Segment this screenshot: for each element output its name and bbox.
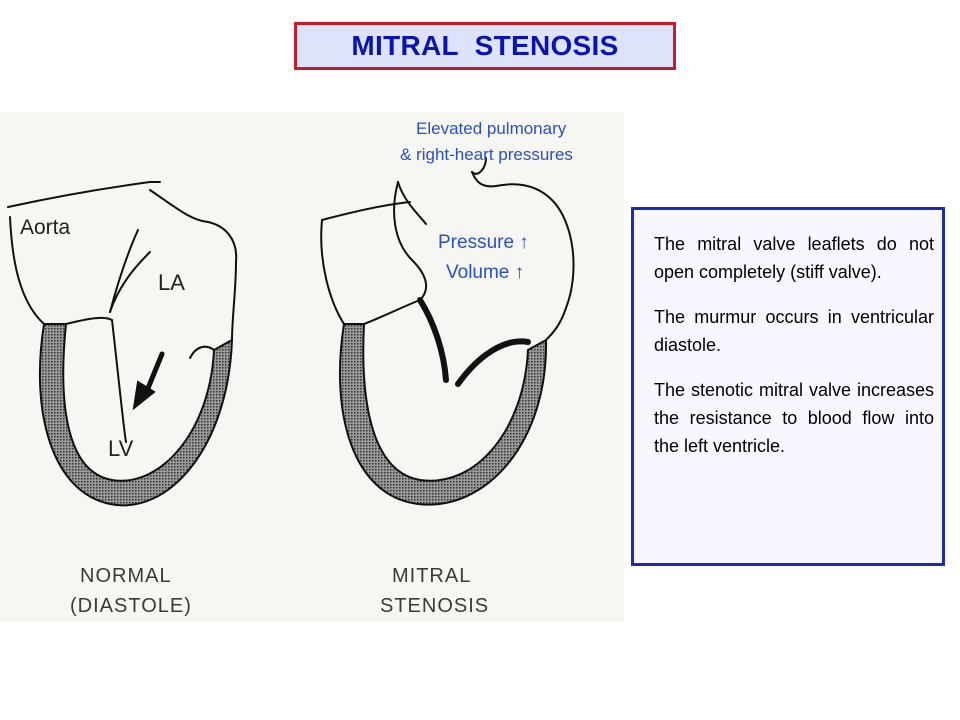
normal-valve-leaflet	[111, 319, 127, 443]
normal-aorta-top	[7, 181, 161, 208]
stenosis-la-inner	[393, 181, 428, 301]
normal-heart	[7, 181, 238, 507]
stenosis-caption-line2: STENOSIS	[380, 595, 489, 617]
normal-caption-line1: NORMAL	[80, 565, 172, 587]
title-box: MITRAL STENOSIS	[294, 22, 676, 70]
explanation-paragraph-leaflets: The mitral valve leaflets do not open co…	[654, 234, 934, 282]
normal-la-inner	[109, 251, 151, 313]
stenosis-heart	[320, 157, 575, 506]
stenosis-septum-line	[363, 299, 421, 325]
heart-diagram-svg: Aorta LA LV NORMAL (DIASTOLE) Elevated p…	[7, 119, 575, 617]
normal-la-label: LA	[158, 270, 185, 295]
normal-lv-wall	[38, 323, 234, 507]
normal-la-outline	[149, 189, 238, 263]
normal-lv-label: LV	[108, 436, 134, 461]
page-title: MITRAL STENOSIS	[351, 30, 619, 61]
normal-caption-line2: (DIASTOLE)	[70, 595, 192, 617]
normal-valve-leaflet-right	[189, 345, 215, 359]
explanation-paragraph-murmur: The murmur occurs in ventricular diastol…	[654, 307, 934, 355]
normal-la-right-wall	[231, 261, 237, 341]
stenosis-caption-line1: MITRAL	[392, 565, 471, 587]
stenosis-valve-leaflet-left	[417, 297, 449, 383]
stenosis-annotation-line1: Elevated pulmonary	[416, 119, 567, 138]
normal-aorta-left-edge	[9, 216, 45, 325]
stenosis-pressure-label: Pressure ↑	[438, 232, 529, 253]
normal-aorta-label: Aorta	[20, 216, 71, 239]
explanation-paragraph-resistance: The stenotic mitral valve increases the …	[654, 380, 934, 456]
stenosis-aorta-left-edge	[320, 219, 345, 325]
stenosis-volume-label: Volume ↑	[446, 262, 524, 283]
heart-diagram-figure: Aorta LA LV NORMAL (DIASTOLE) Elevated p…	[0, 112, 624, 622]
stenosis-la-neck	[471, 157, 487, 175]
normal-flow-arrow-head	[132, 380, 156, 411]
stenosis-la-top	[397, 181, 427, 225]
stenosis-valve-leaflet-right	[455, 338, 531, 387]
explanation-box: The mitral valve leaflets do not open co…	[631, 207, 945, 566]
stenosis-la-dome	[471, 171, 575, 341]
stenosis-annotation-line2: & right-heart pressures	[400, 145, 573, 164]
normal-septum-line	[65, 316, 113, 325]
stenosis-aorta-top	[321, 201, 411, 221]
